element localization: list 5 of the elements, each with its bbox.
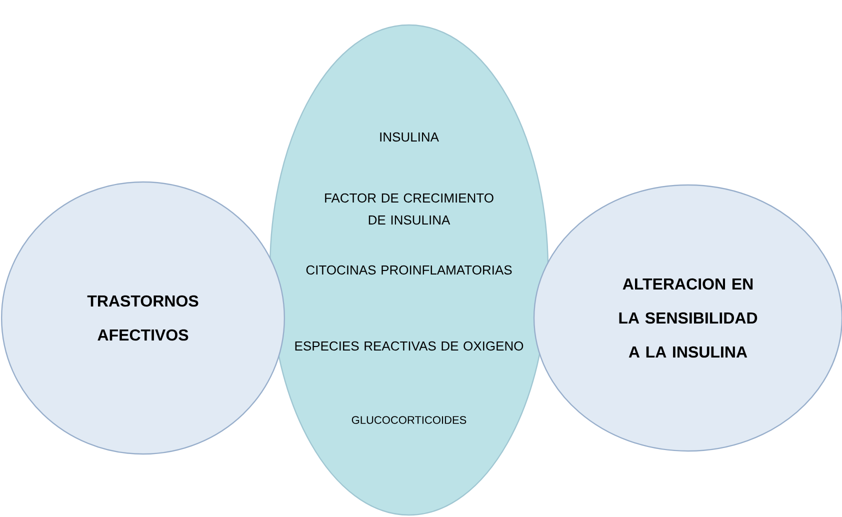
ellipse-text: ESPECIES REACTIVAS DE OXIGENO bbox=[295, 341, 524, 351]
ellipse-text: FACTOR DE CRECIMIENTO DE INSULINA bbox=[325, 193, 494, 225]
ellipse-text: INSULINA bbox=[380, 132, 439, 142]
ellipse-text: CITOCINAS PROINFLAMATORIAS bbox=[306, 265, 512, 275]
ellipse-text: GLUCOCORTICOIDES bbox=[352, 416, 466, 424]
